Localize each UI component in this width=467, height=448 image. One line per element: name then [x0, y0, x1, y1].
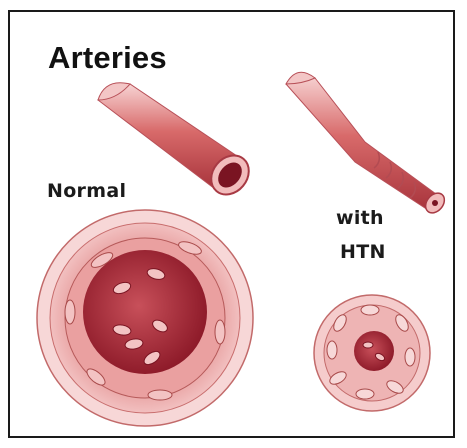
normal-label: Normal — [47, 180, 126, 202]
with-label: with — [336, 207, 384, 229]
figure-title: Arteries — [48, 40, 167, 76]
htn-cross-section — [314, 295, 430, 411]
htn-label: HTN — [340, 241, 386, 263]
htn-artery-tube — [286, 72, 448, 216]
figure-frame: Arteries Normal with HTN — [8, 10, 455, 438]
normal-cross-section — [37, 210, 253, 426]
